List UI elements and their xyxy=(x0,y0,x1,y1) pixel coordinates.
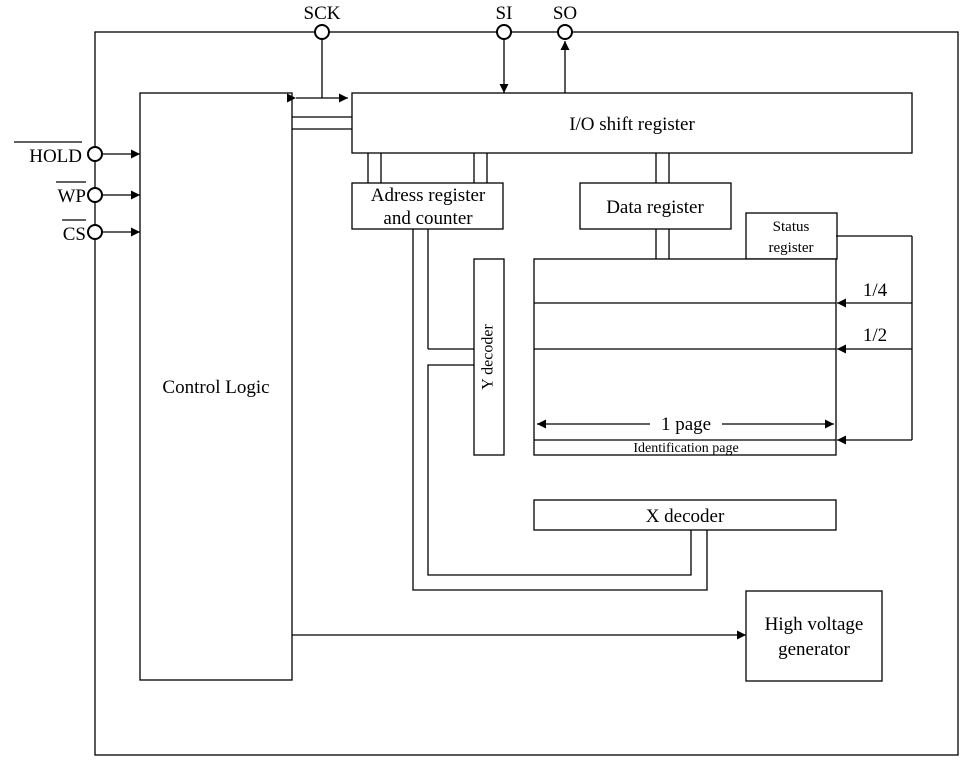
status-register-label-line2: register xyxy=(769,240,814,256)
address-register-block xyxy=(351,182,504,230)
so-pin-label: SO xyxy=(553,3,577,24)
hold-pin xyxy=(87,146,103,162)
identification-page-label: Identification page xyxy=(633,441,738,456)
address-register-label-line2: and counter xyxy=(383,208,473,229)
si-pin xyxy=(496,24,512,40)
hold-pin-label: HOLD xyxy=(29,146,82,167)
sck-pin xyxy=(314,24,330,40)
cs-pin-label: CS xyxy=(63,224,86,245)
memory-array xyxy=(533,258,837,456)
io-shift-register-label: I/O shift register xyxy=(569,114,695,135)
control-logic-block xyxy=(139,92,293,681)
high-voltage-generator-block xyxy=(745,590,883,682)
sck-pin-label: SCK xyxy=(304,3,341,24)
io-shift-register-block xyxy=(351,92,913,154)
so-pin xyxy=(557,24,573,40)
wp-pin-label: WP xyxy=(58,186,87,207)
high-voltage-label-line1: High voltage xyxy=(765,614,864,635)
y-decoder-label: Y decoder xyxy=(480,324,497,390)
x-decoder-block xyxy=(533,499,837,531)
status-register-label-line1: Status xyxy=(773,219,810,235)
page-label: 1 page xyxy=(661,414,711,435)
high-voltage-label-line2: generator xyxy=(778,639,850,660)
quarter-label: 1/4 xyxy=(863,280,888,301)
x-decoder-label: X decoder xyxy=(646,506,725,527)
addr-to-xdec-outer xyxy=(412,229,708,591)
data-register-label: Data register xyxy=(606,197,704,218)
half-label: 1/2 xyxy=(863,325,887,346)
cs-pin xyxy=(87,224,103,240)
y-decoder-block xyxy=(473,258,505,456)
address-register-label-line1: Adress register xyxy=(371,185,486,206)
data-register-block xyxy=(579,182,732,230)
control-logic-label: Control Logic xyxy=(162,377,269,398)
wp-pin xyxy=(87,187,103,203)
si-pin-label: SI xyxy=(496,3,513,24)
addr-to-xdec-inner xyxy=(427,364,692,576)
